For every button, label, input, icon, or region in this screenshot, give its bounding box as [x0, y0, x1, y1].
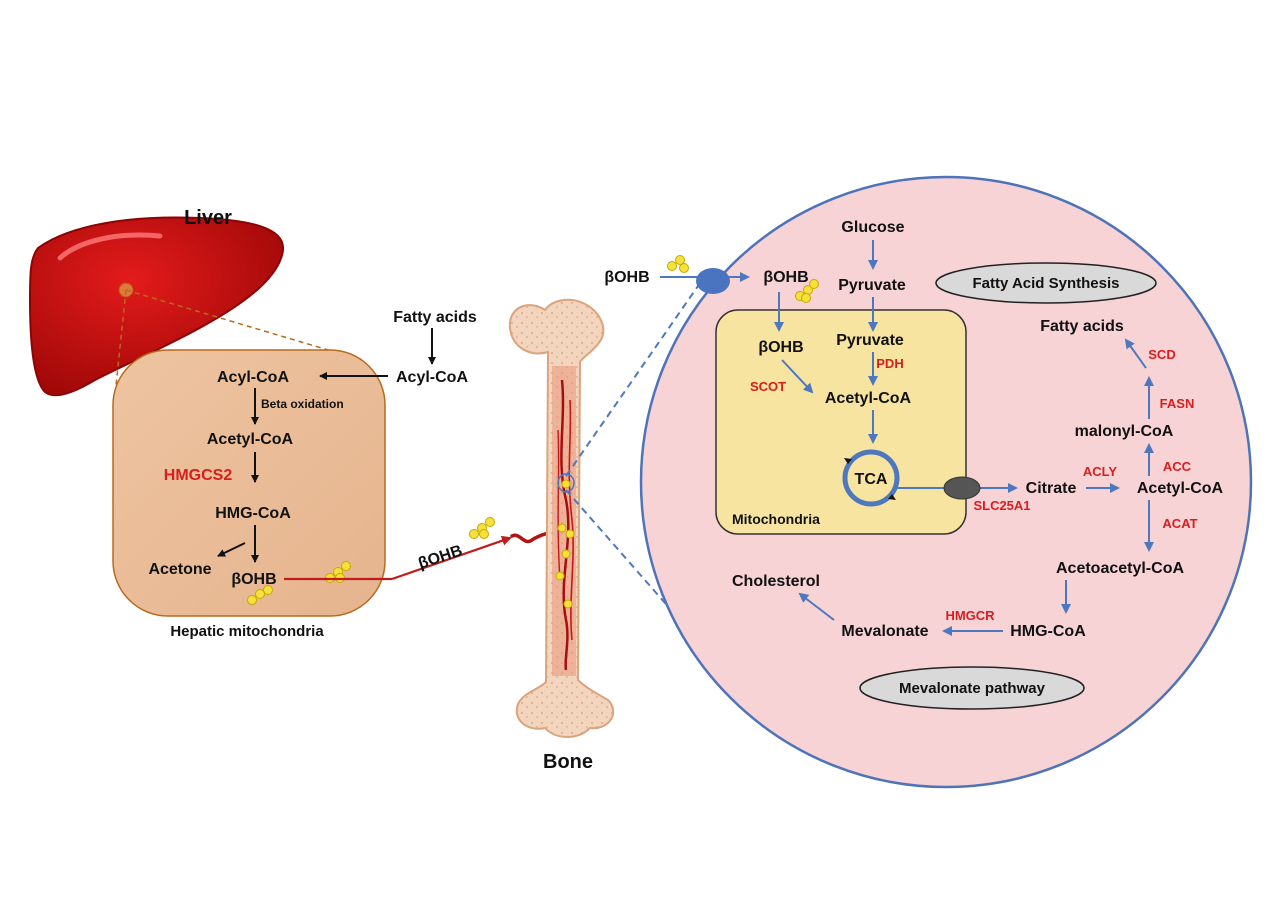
- liver-organ: [28, 216, 285, 397]
- hmg-coa-cell-label: HMG-CoA: [1010, 623, 1086, 640]
- liver-title: Liver: [184, 207, 232, 229]
- fatty-acids-label: Fatty acids: [393, 309, 477, 326]
- ketone-dots-icon: [469, 517, 495, 539]
- slc25a1-transporter-icon: [943, 476, 981, 500]
- acetoacetyl-coa-label: Acetoacetyl-CoA: [1056, 560, 1184, 577]
- hmgcr-label: HMGCR: [945, 608, 995, 623]
- mevalonate-pathway-label: Mevalonate pathway: [899, 680, 1046, 697]
- mito-acetyl-coa-label: Acetyl-CoA: [825, 390, 912, 407]
- malonyl-coa-label: malonyl-CoA: [1075, 423, 1174, 440]
- bone-title: Bone: [543, 751, 593, 773]
- arrow: [798, 592, 835, 621]
- arrow: [217, 542, 246, 557]
- fatty-acid-synthesis-pill: [935, 262, 1157, 304]
- bohb-transport-arrow: [391, 535, 512, 581]
- pdh-label: PDH: [876, 356, 903, 371]
- tca-label: TCA: [855, 471, 888, 488]
- fatty-acid-synthesis-label: Fatty Acid Synthesis: [973, 275, 1120, 292]
- arrow: [781, 359, 814, 394]
- bohb-liver-label: βOHB: [231, 571, 276, 588]
- acc-label: ACC: [1163, 459, 1192, 474]
- beta-oxidation-label: Beta oxidation: [261, 397, 344, 411]
- scd-label: SCD: [1148, 347, 1175, 362]
- hepatic-mitochondria-box: [112, 349, 386, 617]
- acetyl-coa-label: Acetyl-CoA: [207, 431, 294, 448]
- mitochondria-box: [715, 309, 967, 535]
- ketone-dots-icon: [555, 479, 575, 609]
- ketone-dots-icon: [795, 279, 819, 303]
- scot-label: SCOT: [750, 379, 786, 394]
- ketone-dots-icon: [667, 255, 689, 273]
- mitochondria-label: Mitochondria: [732, 511, 820, 527]
- mito-pyruvate-label: Pyruvate: [836, 332, 904, 349]
- zoom-line: [125, 289, 346, 356]
- slc25a1-label: SLC25A1: [973, 498, 1030, 513]
- bone-illustration: [508, 298, 615, 738]
- zoom-line: [565, 285, 699, 477]
- arrow: [1124, 338, 1147, 369]
- fasn-label: FASN: [1160, 396, 1195, 411]
- mevalonate-label: Mevalonate: [841, 623, 928, 640]
- hmg-coa-label: HMG-CoA: [215, 505, 291, 522]
- acyl-coa-outside-label: Acyl-CoA: [396, 369, 468, 386]
- tca-cycle-icon: [842, 449, 900, 507]
- zoom-circle: [557, 473, 575, 493]
- glucose-label: Glucose: [841, 219, 904, 236]
- cell-acetyl-coa-label: Acetyl-CoA: [1137, 480, 1224, 497]
- bohb-transport-label: βOHB: [416, 542, 464, 572]
- acyl-coa-label: Acyl-CoA: [217, 369, 289, 386]
- mevalonate-pathway-pill: [859, 666, 1085, 710]
- transporter-icon: [696, 268, 730, 294]
- acetone-label: Acetone: [148, 561, 211, 578]
- citrate-label: Citrate: [1026, 480, 1077, 497]
- mito-bohb-label: βOHB: [758, 339, 803, 356]
- hmgcs2-label: HMGCS2: [164, 467, 233, 484]
- pyruvate-cyto-label: Pyruvate: [838, 277, 906, 294]
- bohb-inside-label: βOHB: [763, 269, 808, 286]
- cholesterol-label: Cholesterol: [732, 573, 820, 590]
- acly-label: ACLY: [1083, 464, 1118, 479]
- acat-label: ACAT: [1162, 516, 1197, 531]
- fatty-acids-cell-label: Fatty acids: [1040, 318, 1124, 335]
- bohb-outside-label: βOHB: [604, 269, 649, 286]
- hepatic-mito-label: Hepatic mitochondria: [170, 623, 324, 640]
